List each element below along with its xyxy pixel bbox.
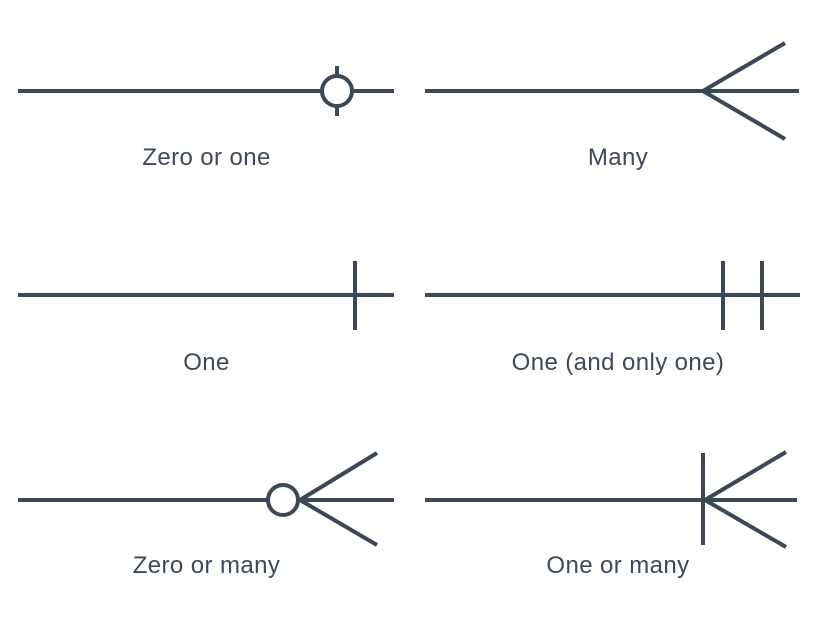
zero-circle xyxy=(266,483,300,517)
one-or-many-symbol-icon xyxy=(425,450,797,549)
zero-or-one-symbol-icon xyxy=(18,66,394,116)
one-symbol-icon xyxy=(18,261,394,330)
many-label: Many xyxy=(587,144,649,171)
zero-or-many-label: Zero or many xyxy=(132,552,281,579)
one-and-only-one-label: One (and only one) xyxy=(511,349,725,376)
one-label: One xyxy=(183,349,230,376)
one-and-only-one-symbol-icon xyxy=(425,261,800,330)
zero-or-many-symbol-icon xyxy=(18,451,394,547)
one-or-many-label: One or many xyxy=(546,552,690,579)
zero-or-one-label: Zero or one xyxy=(142,144,271,171)
zero-circle xyxy=(320,74,354,108)
many-symbol-icon xyxy=(425,41,799,141)
